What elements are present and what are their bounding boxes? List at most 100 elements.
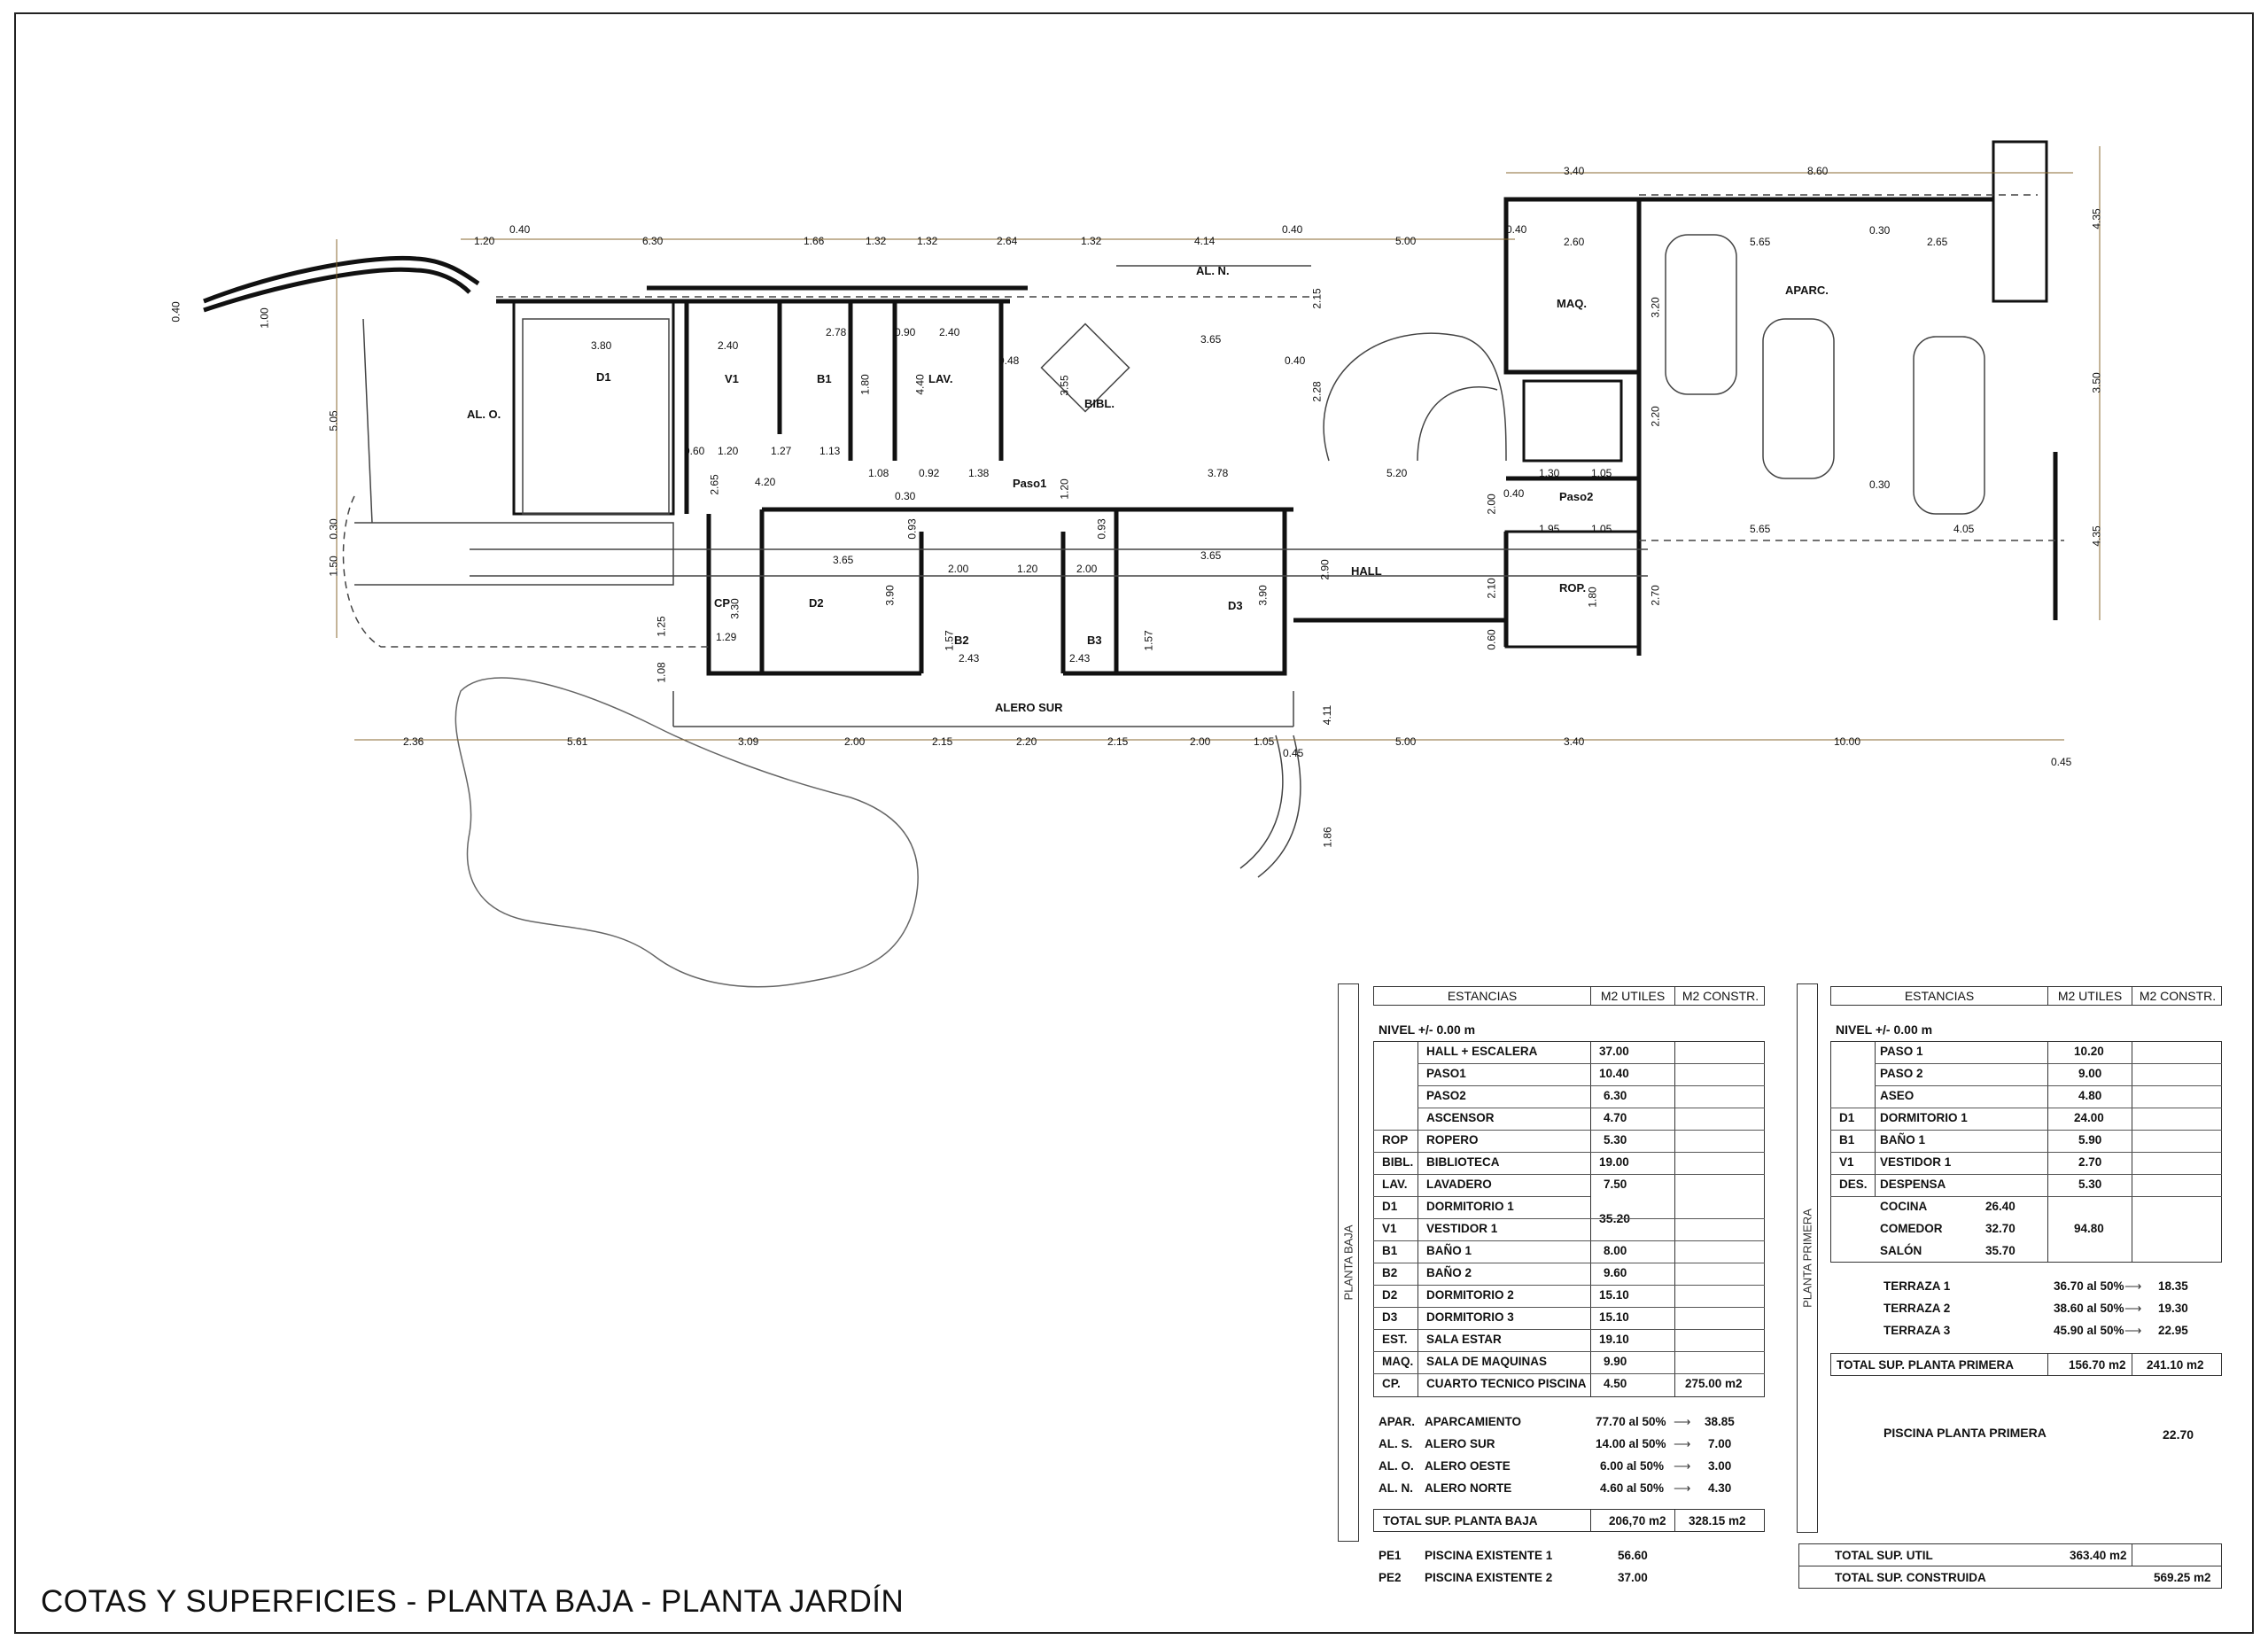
total-planta-primera: TOTAL SUP. PLANTA PRIMERA 156.70 m2 241.… — [1830, 1353, 2222, 1376]
room-label-cp: CP — [714, 596, 731, 610]
dim-left: 0.30 — [327, 518, 340, 540]
dim-inner: 3.65 — [1200, 549, 1222, 562]
dim-inner: 1.20 — [718, 445, 739, 457]
dim-inner: 2.60 — [1564, 236, 1585, 248]
dim-inner: 4.05 — [1953, 523, 1975, 535]
walls — [203, 140, 2058, 676]
dim-right: 3.50 — [2090, 372, 2103, 393]
dim-top: 4.14 — [1194, 235, 1216, 247]
dim-inner: 0.30 — [895, 490, 916, 502]
col-estancias: ESTANCIAS — [1374, 987, 1591, 1005]
dim-inner: 2.20 — [1649, 406, 1662, 427]
grid-vline — [2047, 1353, 2048, 1376]
dim-bottom: 10.00 — [1834, 735, 1861, 748]
row-divider — [1875, 1085, 2222, 1086]
dim-inner: 2.78 — [826, 326, 847, 338]
dim-inner: 0.90 — [895, 326, 916, 338]
drawing-frame — [14, 12, 2254, 1634]
row-divider — [1373, 1240, 1765, 1241]
grid-vline — [1875, 1041, 1876, 1196]
dim-inner: 1.08 — [655, 662, 668, 683]
dim-inner: 1.05 — [1591, 523, 1612, 535]
dim-inner: 1.25 — [655, 616, 668, 637]
dim-inner: 2.15 — [1310, 288, 1324, 309]
dim-inner: 2.00 — [1485, 494, 1498, 515]
room-label-hall: HALL — [1351, 564, 1382, 578]
dim-inner: 2.28 — [1310, 381, 1324, 402]
room-label-maq: MAQ. — [1557, 297, 1587, 310]
col-m2-utiles: M2 UTILES — [2048, 987, 2132, 1005]
dim-top: 1.32 — [917, 235, 938, 247]
dim-bottom: 2.00 — [1190, 735, 1211, 748]
room-label-b2: B2 — [954, 634, 969, 647]
dim-inner: 1.57 — [943, 630, 956, 651]
dim-inner: 5.20 — [1386, 467, 1408, 479]
dim-inner: 4.40 — [913, 374, 927, 395]
col-m2-constr: M2 CONSTR. — [1682, 989, 1759, 1003]
thin-lines — [342, 194, 2064, 878]
dim-top: 1.32 — [866, 235, 887, 247]
room-label-b1: B1 — [817, 372, 832, 385]
dim-inner: 4.11 — [1321, 704, 1334, 726]
dim-inner: 0.92 — [919, 467, 940, 479]
dim-inner: 3.90 — [1256, 585, 1270, 606]
row-divider — [1830, 1130, 2222, 1131]
dim-bottom: 5.61 — [567, 735, 588, 748]
room-label-paso1: Paso1 — [1013, 477, 1047, 490]
dim-inner: 1.80 — [1586, 587, 1599, 608]
dim-inner: 0.30 — [1869, 478, 1891, 491]
dim-top: 5.00 — [1395, 235, 1417, 247]
row-divider — [1830, 1174, 2222, 1175]
dimension-lines — [336, 146, 2101, 741]
dim-bottom: 2.20 — [1016, 735, 1037, 748]
dim-inner: 2.10 — [1485, 578, 1498, 599]
dim-top: 6.30 — [642, 235, 664, 247]
row-divider — [1373, 1174, 1765, 1175]
dim-inner: 1.27 — [771, 445, 792, 457]
dim-bottom: 5.00 — [1395, 735, 1417, 748]
dim-inner: 3.65 — [833, 554, 854, 566]
row-divider — [1373, 1329, 1765, 1330]
room-label-alero-sur: ALERO SUR — [995, 701, 1063, 714]
dim-inner: 1.95 — [1539, 523, 1560, 535]
dim-inner: 5.65 — [1750, 523, 1771, 535]
dim-left: 1.50 — [327, 556, 340, 577]
dim-top: 1.32 — [1081, 235, 1102, 247]
col-estancias: ESTANCIAS — [1831, 987, 2048, 1005]
room-label-al-o: AL. O. — [467, 408, 501, 421]
table-baja-grid — [1373, 1041, 1765, 1397]
dim-inner: 4.20 — [755, 476, 776, 488]
dim-inner: 3.80 — [591, 339, 612, 352]
dim-bottom: 0.45 — [2051, 756, 2072, 768]
dim-inner: 1.20 — [1017, 563, 1038, 575]
row-divider — [1373, 1196, 1590, 1197]
dim-inner: 2.43 — [959, 652, 980, 665]
dim-top: 1.66 — [804, 235, 825, 247]
row-divider — [1830, 1196, 2222, 1197]
room-label-bibl: BIBL. — [1084, 397, 1115, 410]
dim-bottom: 3.09 — [738, 735, 759, 748]
dim-inner: 2.43 — [1069, 652, 1091, 665]
dim-inner: 0.60 — [684, 445, 705, 457]
dim-inner: 3.55 — [1058, 375, 1071, 396]
room-label-d2: D2 — [809, 596, 824, 610]
dim-top: 0.40 — [509, 223, 531, 236]
col-m2-constr: M2 CONSTR. — [2139, 989, 2217, 1003]
dim-inner: 2.00 — [948, 563, 969, 575]
row-divider — [1418, 1063, 1765, 1064]
drawing-title: COTAS Y SUPERFICIES - PLANTA BAJA - PLAN… — [41, 1584, 905, 1619]
pool-outline — [454, 677, 919, 988]
dim-inner: 2.65 — [708, 474, 721, 495]
piscina-planta-primera: PISCINA PLANTA PRIMERA — [1884, 1426, 2047, 1440]
dim-bottom: 0.45 — [1283, 747, 1304, 759]
dim-inner: 0.60 — [1485, 629, 1498, 650]
row-divider — [1373, 1152, 1765, 1153]
dim-inner: 1.86 — [1321, 827, 1334, 848]
dim-inner: 3.20 — [1649, 297, 1662, 318]
dim-right: 4.35 — [2090, 208, 2103, 229]
dim-inner: 2.40 — [939, 326, 960, 338]
table-baja-nivel: NIVEL +/- 0.00 m — [1379, 1022, 1476, 1037]
table-primera-header: ESTANCIAS M2 UTILES M2 CONSTR. — [1830, 986, 2222, 1006]
dim-inner: 2.65 — [1927, 236, 1948, 248]
